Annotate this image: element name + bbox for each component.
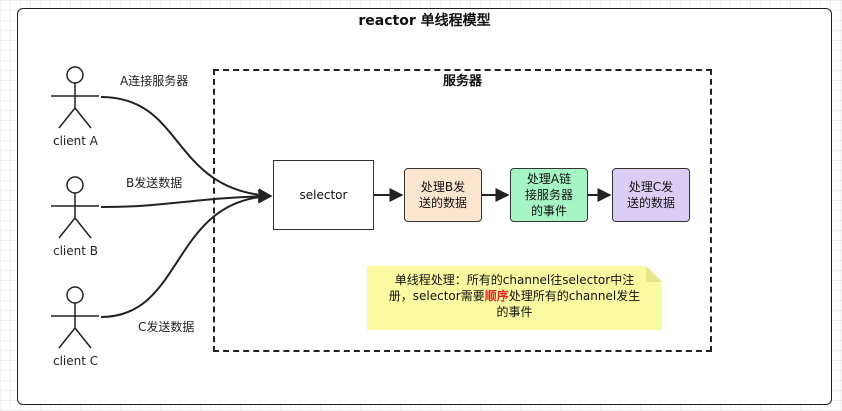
- handler-a-line: 的事件: [530, 204, 567, 218]
- note-text: 册，selector需要: [388, 289, 485, 303]
- client-b-label: client B: [53, 244, 99, 258]
- actor-client-a-icon: [51, 66, 99, 129]
- client-c-label: client C: [53, 354, 99, 368]
- note-box: 单线程处理：所有的channel往selector中注 册，selector需要…: [367, 266, 662, 330]
- handler-c-line: 处理C发: [628, 180, 674, 194]
- note-line: 单线程处理：所有的channel往selector中注: [394, 273, 635, 287]
- handler-a-box: 处理A链 接服务器 的事件: [510, 168, 588, 222]
- diagram-title: reactor 单线程模型: [358, 13, 491, 29]
- note-highlight: 顺序: [484, 289, 509, 303]
- handler-c-line: 送的数据: [626, 196, 675, 210]
- server-title: 服务器: [442, 74, 482, 89]
- note-line: 册，selector需要顺序处理所有的channel发生: [371, 288, 658, 304]
- edge-client-c: [100, 189, 273, 318]
- edge-label-a: A连接服务器: [120, 74, 189, 88]
- note-text: 处理所有的channel发生: [508, 289, 641, 303]
- edge-client-a: [100, 96, 273, 203]
- handler-a-line: 处理A链: [526, 172, 572, 186]
- note-line: 的事件: [496, 305, 533, 319]
- handler-b-line: 处理B发: [420, 180, 466, 194]
- edge-client-b: [100, 189, 273, 208]
- handler-b-line: 送的数据: [418, 196, 467, 210]
- handler-a-line: 接服务器: [524, 188, 573, 202]
- client-a-label: client A: [53, 134, 98, 148]
- edge-label-c: C发送数据: [138, 320, 195, 334]
- edge-label-b: B发送数据: [126, 176, 183, 190]
- handler-c-box: 处理C发 送的数据: [612, 168, 690, 222]
- selector-label: selector: [299, 188, 348, 202]
- selector-box: selector: [273, 160, 374, 230]
- handler-b-box: 处理B发 送的数据: [404, 168, 482, 222]
- actor-client-c-icon: [51, 286, 99, 349]
- actor-client-b-icon: [51, 176, 99, 239]
- server-container: [213, 69, 712, 352]
